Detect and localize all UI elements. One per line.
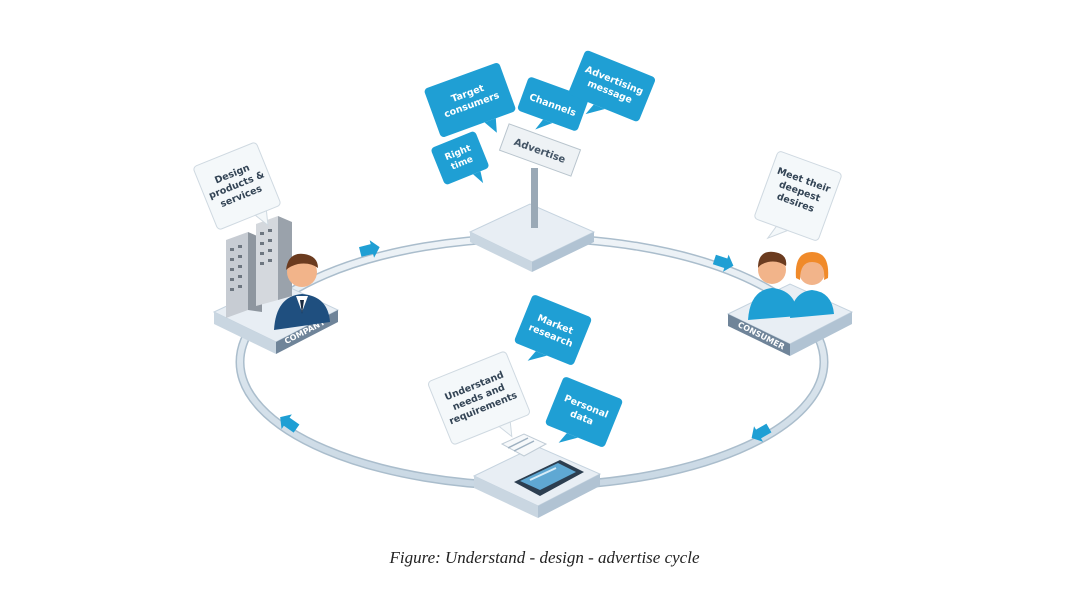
document-icon (500, 433, 548, 457)
platform-label-band (728, 314, 790, 356)
sign-pole (531, 168, 538, 228)
woman-icon (790, 252, 834, 318)
bubble-personal-data: Personaldata (545, 377, 623, 447)
bubble-right-time: Righttime (431, 131, 489, 185)
platform-side (538, 474, 600, 518)
office-building-icon (226, 216, 292, 318)
arrow-icon (359, 240, 380, 258)
bubble-market-research: Marketresearch (514, 295, 592, 365)
platform-side (532, 232, 594, 272)
bubble-understand-needs: Understandneeds andrequirements (428, 351, 530, 445)
bubble-meet-desires: Meet theirdeepestdesires (754, 151, 842, 241)
bubble-target-consumers: Targetconsumers (424, 63, 516, 137)
platform-side (214, 312, 276, 354)
advertise-node: Advertise (468, 123, 596, 272)
figure-caption: Figure: Understand - design - advertise … (389, 548, 700, 567)
company-node: COMPANY (212, 216, 340, 354)
arrow-icon (712, 254, 734, 272)
bubble-design-products: Designproducts &services (193, 142, 281, 230)
arrow-icon (280, 414, 300, 433)
platform-side (470, 232, 532, 272)
billboard-sign (498, 123, 582, 177)
businessman-icon (274, 253, 330, 330)
research-node (472, 433, 602, 518)
tablet-icon (514, 460, 584, 496)
bubble-channels: Channels (517, 77, 589, 131)
consumer-node: CONSUMER (726, 251, 854, 356)
man-icon (748, 251, 798, 320)
bubble-advertising-message: Advertisingmessage (568, 50, 656, 122)
arrow-icon (751, 423, 772, 442)
platform-side (790, 312, 852, 356)
platform-side (474, 476, 538, 518)
